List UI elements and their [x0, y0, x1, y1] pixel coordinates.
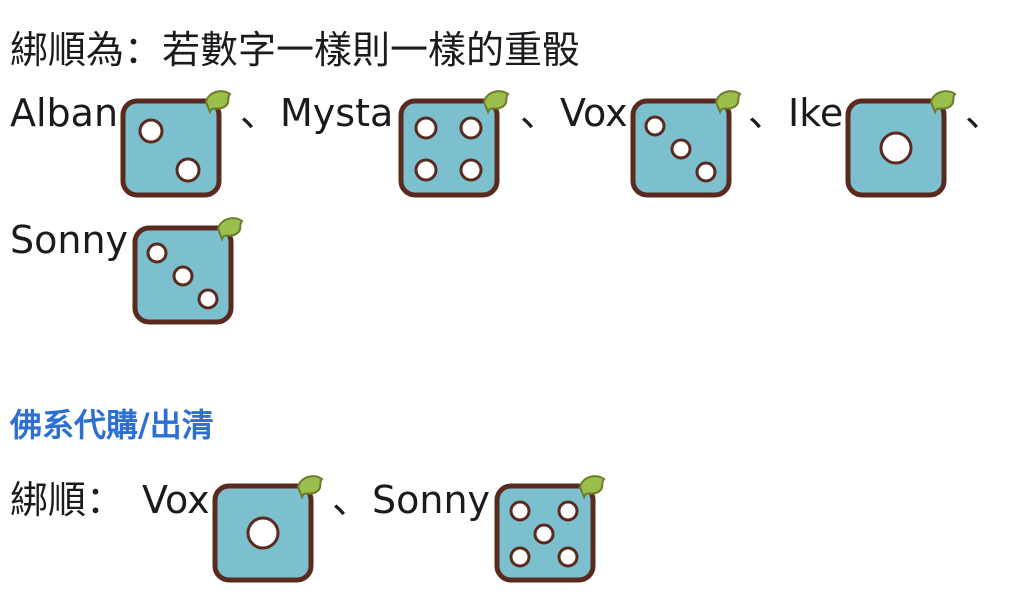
dice-4-icon — [398, 90, 510, 198]
bind-name-vox: Vox — [142, 478, 210, 522]
bind-separator: 、 — [332, 478, 371, 522]
order-name-alban: Alban — [10, 91, 119, 135]
bind-label: 綁順： — [10, 478, 125, 522]
order-name-vox: Vox — [560, 91, 628, 135]
order-name-sonny: Sonny — [10, 218, 129, 262]
dice-1-icon — [845, 90, 957, 198]
dice-2-icon — [120, 90, 232, 198]
order-separator: 、 — [748, 91, 787, 135]
section-title-link[interactable]: 佛系代購/出清 — [10, 406, 214, 444]
order-name-mysta: Mysta — [280, 91, 394, 135]
dice-3-icon — [132, 217, 244, 325]
rule-text: 綁順為：若數字一樣則一樣的重骰 — [10, 28, 581, 72]
order-separator: 、 — [965, 91, 1004, 135]
bind-name-sonny: Sonny — [372, 478, 491, 522]
order-separator: 、 — [240, 91, 279, 135]
dice-3-icon — [630, 90, 742, 198]
order-separator: 、 — [520, 91, 559, 135]
dice-1-icon — [212, 475, 324, 583]
order-name-ike: Ike — [788, 91, 844, 135]
dice-5-icon — [494, 475, 606, 583]
